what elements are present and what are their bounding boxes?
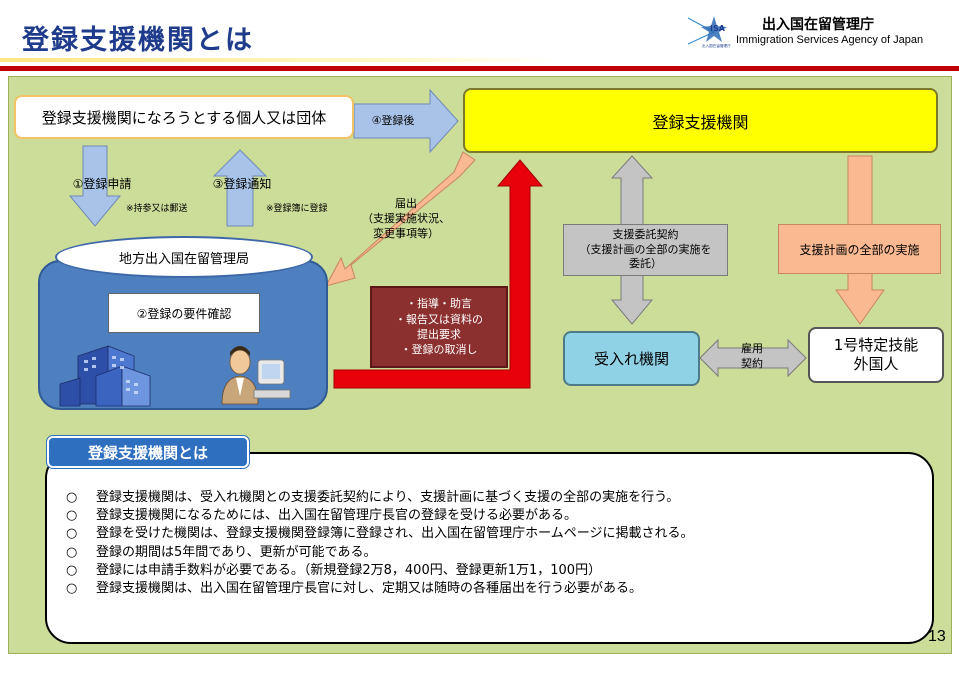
guidance-line: ・指導・助言 bbox=[406, 297, 472, 311]
agency-name-en: Immigration Services Agency of Japan bbox=[736, 34, 924, 46]
bullet-mark: ○ bbox=[66, 581, 78, 597]
registered-after-label: ④登録後 bbox=[371, 114, 415, 127]
summary-item-text: 登録の期間は5年間であり、更新が可能である。 bbox=[96, 544, 377, 560]
logo-star bbox=[701, 16, 727, 42]
apply-label: ①登録申請 bbox=[72, 176, 132, 191]
bullet-mark: ○ bbox=[66, 526, 78, 542]
notification-line: 届出 bbox=[395, 197, 417, 210]
bullet-mark: ○ bbox=[66, 562, 78, 578]
regional-bureau-label: 地方出入国在留管理局 bbox=[118, 251, 249, 267]
bullet-mark: ○ bbox=[66, 544, 78, 560]
summary-item-text: 登録支援機関は、出入国在留管理庁長官に対し、定期又は随時の各種届出を行う必要があ… bbox=[96, 581, 643, 597]
page-number: 13 bbox=[928, 628, 946, 645]
arrow-employment-double bbox=[699, 338, 807, 378]
arrow-guidance-red bbox=[333, 159, 544, 389]
summary-item: ○ 登録の期間は5年間であり、更新が可能である。 bbox=[66, 544, 693, 562]
summary-item: ○ 登録には申請手数料が必要である。（新規登録2万8，400円、登録更新1万1，1… bbox=[66, 562, 693, 580]
support-contract-line: （支援計画の全部の実施を bbox=[579, 242, 712, 256]
logo-subtext: 出入国在留管理庁 bbox=[702, 43, 731, 48]
summary-item: ○ 登録支援機関は、受入れ機関との支援委託契約により、支援計画に基づく支援の全部の… bbox=[66, 489, 693, 507]
summary-item: ○ 登録支援機関は、出入国在留管理庁長官に対し、定期又は随時の各種届出を行う必要が… bbox=[66, 580, 693, 598]
notification-label: 届出 （支援実施状況、 変更事項等） bbox=[356, 197, 456, 242]
regional-bureau-title: 地方出入国在留管理局 bbox=[55, 236, 313, 278]
arrow-notice-up bbox=[212, 149, 268, 227]
receiving-org-label: 受入れ機関 bbox=[593, 350, 669, 368]
guidance-line: ・登録の取消し bbox=[400, 343, 478, 357]
foreign-worker-line: 外国人 bbox=[853, 355, 899, 373]
bullet-mark: ○ bbox=[66, 508, 78, 524]
page-title: 登録支援機関とは bbox=[22, 25, 254, 56]
notice-note: ※登録簿に登録 bbox=[266, 204, 328, 214]
bullet-mark: ○ bbox=[66, 490, 78, 505]
notice-label: ③登録通知 bbox=[212, 176, 272, 191]
notification-line: 変更事項等） bbox=[373, 226, 439, 240]
full-implementation-box: 支援計画の全部の実施 bbox=[778, 224, 941, 274]
support-contract-line: 委託） bbox=[629, 257, 662, 271]
requirement-check-label: ②登録の要件確認 bbox=[136, 306, 232, 321]
header-divider bbox=[0, 66, 959, 71]
employment-line: 雇用 bbox=[741, 342, 763, 355]
apply-note: ※持参又は郵送 bbox=[126, 204, 188, 214]
support-org-box: 登録支援機関 bbox=[463, 88, 938, 153]
agency-name-jp: 出入国在留管理庁 bbox=[762, 17, 874, 33]
summary-item-text: 登録には申請手数料が必要である。（新規登録2万8，400円、登録更新1万1，10… bbox=[96, 562, 602, 578]
full-implementation-label: 支援計画の全部の実施 bbox=[799, 242, 920, 257]
guidance-line: 提出要求 bbox=[417, 328, 461, 341]
logo-text: ISA bbox=[710, 24, 726, 33]
foreign-worker-box: 1号特定技能 外国人 bbox=[808, 327, 944, 383]
support-contract-box: 支援委託契約 （支援計画の全部の実施を 委託） bbox=[563, 224, 728, 276]
support-contract-line: 支援委託契約 bbox=[612, 227, 679, 241]
receiving-org-box: 受入れ機関 bbox=[563, 331, 700, 386]
employment-contract-label: 雇用 契約 bbox=[724, 341, 780, 372]
requirement-check-box: ②登録の要件確認 bbox=[108, 293, 260, 333]
arrow-apply-down bbox=[68, 145, 122, 227]
summary-item-text: 登録を受けた機関は、登録支援機関登録簿に登録され、出入国在留管理庁ホームページに… bbox=[96, 526, 694, 542]
arrow-notification bbox=[325, 151, 476, 287]
summary-heading: 登録支援機関とは bbox=[46, 435, 250, 469]
summary-list: ○ 登録支援機関は、受入れ機関との支援委託契約により、支援計画に基づく支援の全部の… bbox=[66, 489, 693, 598]
summary-item-text: 登録支援機関になるためには、出入国在留管理庁長官の登録を受ける必要がある。 bbox=[96, 508, 578, 524]
summary-item: ○ 登録を受けた機関は、登録支援機関登録簿に登録され、出入国在留管理庁ホームページ… bbox=[66, 525, 693, 543]
guidance-box: ・指導・助言 ・報告又は資料の 提出要求 ・登録の取消し bbox=[370, 286, 508, 368]
applicant-box: 登録支援機関になろうとする個人又は団体 bbox=[14, 95, 354, 139]
foreign-worker-line: 1号特定技能 bbox=[833, 335, 919, 354]
support-org-label: 登録支援機関 bbox=[652, 112, 749, 132]
building-icon bbox=[59, 345, 151, 407]
employment-line: 契約 bbox=[741, 357, 763, 371]
applicant-label: 登録支援機関になろうとする個人又は団体 bbox=[41, 108, 327, 127]
guidance-line: ・報告又は資料の bbox=[395, 312, 483, 326]
arrow-registered-after bbox=[353, 88, 459, 154]
officer-at-computer-icon bbox=[221, 346, 291, 405]
summary-box bbox=[45, 452, 934, 644]
title-underline bbox=[0, 58, 560, 62]
notification-line: （支援実施状況、 bbox=[362, 211, 450, 225]
isa-logo: ISA 出入国在留管理庁 bbox=[687, 16, 731, 48]
summary-item-text: 登録支援機関は、受入れ機関との支援委託契約により、支援計画に基づく支援の全部の実… bbox=[96, 490, 680, 505]
summary-item: ○ 登録支援機関になるためには、出入国在留管理庁長官の登録を受ける必要がある。 bbox=[66, 507, 693, 525]
